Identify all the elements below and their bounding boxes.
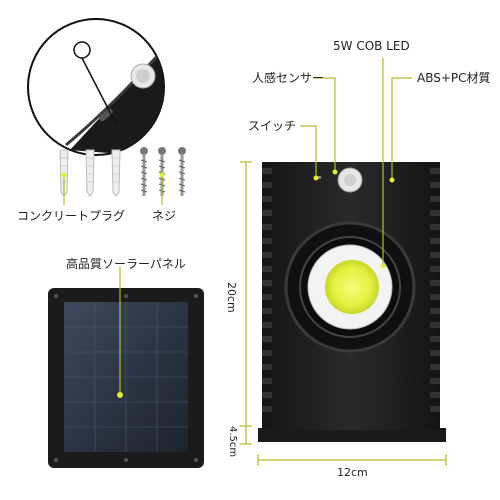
sensor-label: 人感センサー [252, 71, 325, 85]
cob-led [325, 260, 379, 314]
dimension-lines [240, 161, 447, 466]
screws [140, 147, 186, 196]
base-dimension: 4.5cm [227, 426, 238, 458]
light-body [258, 162, 446, 442]
concrete-plugs [59, 149, 121, 197]
switch-zoom-detail [27, 18, 165, 156]
solar-panel [48, 288, 204, 468]
concrete-plug-label: コンクリートプラグ [17, 209, 126, 223]
switch-label: スイッチ [248, 119, 297, 133]
switch-button [316, 176, 321, 179]
material-label: ABS+PC材質 [417, 71, 491, 85]
led-label: 5W COB LED [333, 39, 410, 53]
height-dimension: 20cm [225, 282, 238, 313]
screw-label: ネジ [152, 209, 177, 223]
solar-panel-label: 高品質ソーラーパネル [66, 257, 186, 271]
width-dimension: 12cm [337, 466, 368, 479]
